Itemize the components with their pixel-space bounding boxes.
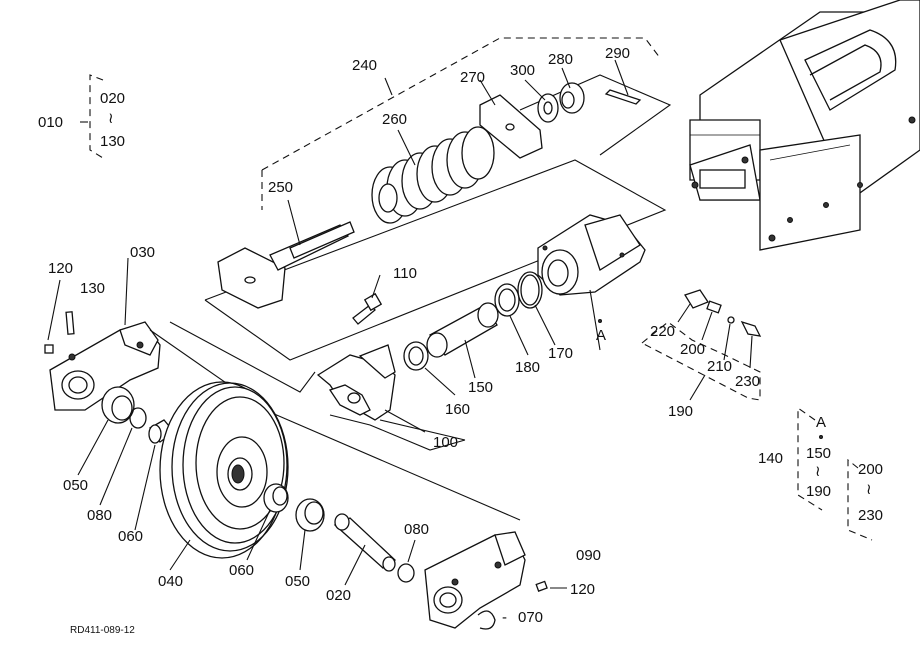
idler-shaft <box>333 513 397 572</box>
callout-150: 150 <box>806 445 831 462</box>
cotter-pin <box>604 89 642 105</box>
group-190-outline <box>641 321 761 401</box>
callout-120: 120 <box>48 260 73 277</box>
callout-190: 190 <box>806 483 831 500</box>
yoke <box>316 344 396 421</box>
ref-letter-a: A <box>816 414 826 431</box>
idler-bracket-right <box>424 531 526 629</box>
piston <box>426 302 499 358</box>
callout-090: 090 <box>576 547 601 564</box>
callout-300: 300 <box>510 62 535 79</box>
group-140-bracket <box>797 406 823 511</box>
callout-210: 210 <box>707 358 732 375</box>
callout-150: 150 <box>468 379 493 396</box>
ref-letter-a: A <box>596 327 606 344</box>
callout-040: 040 <box>158 573 183 590</box>
callout-110: 110 <box>393 265 417 282</box>
floating-seal-right <box>295 498 325 532</box>
callout-030: 030 <box>130 244 155 261</box>
callout-170: 170 <box>548 345 573 362</box>
bolt-right <box>535 580 548 592</box>
callout-260: 260 <box>382 111 407 128</box>
grease-fitting <box>684 289 762 337</box>
grease-cylinder <box>537 214 646 296</box>
group-020-bracket <box>89 74 104 159</box>
seal <box>403 341 429 371</box>
callout-280: 280 <box>548 51 573 68</box>
callout-130: 130 <box>80 280 105 297</box>
group-240-outline <box>261 37 661 171</box>
callout-270: 270 <box>460 69 485 86</box>
dash-mark: - <box>502 609 507 626</box>
callout-080: 080 <box>404 521 429 538</box>
callout-250: 250 <box>268 179 293 196</box>
snap-ring <box>477 610 496 630</box>
spring-plate <box>479 94 543 159</box>
track-frame <box>689 0 920 251</box>
callout-290: 290 <box>605 45 630 62</box>
o-ring-left <box>129 407 147 429</box>
callout-200: 200 <box>680 341 705 358</box>
o-ring-right <box>397 563 415 583</box>
callout-050: 050 <box>285 573 310 590</box>
castle-nut <box>559 82 585 114</box>
tilde: ≀ <box>866 481 872 498</box>
callout-230: 230 <box>858 507 883 524</box>
bolt <box>352 292 383 325</box>
callout-labels: 010 020 ≀ 130 030 120 130 240 250 260 27… <box>38 45 883 636</box>
callout-070: 070 <box>518 609 543 626</box>
callout-180: 180 <box>515 359 540 376</box>
callout-050: 050 <box>63 477 88 494</box>
callout-230: 230 <box>735 373 760 390</box>
tilde: ≀ <box>815 463 821 480</box>
callout-140: 140 <box>758 450 783 467</box>
spring-pin <box>65 311 75 335</box>
drawing-ref-code: RD411-089-12 <box>70 625 135 636</box>
callout-130: 130 <box>100 133 125 150</box>
callout-080: 080 <box>87 507 112 524</box>
coil-spring <box>371 126 495 224</box>
callout-060: 060 <box>229 562 254 579</box>
callout-060: 060 <box>118 528 143 545</box>
callout-020: 020 <box>100 90 125 107</box>
bush-right <box>263 483 289 513</box>
idler-bracket-left <box>44 321 161 411</box>
spring-rod <box>217 221 355 309</box>
callout-010: 010 <box>38 114 63 131</box>
group-200-bracket <box>847 458 873 541</box>
packing <box>494 283 520 317</box>
callout-200: 200 <box>858 461 883 478</box>
callout-240: 240 <box>352 57 377 74</box>
floating-seal-left <box>101 386 135 424</box>
tilde: ≀ <box>108 110 114 127</box>
callout-100: 100 <box>433 434 458 451</box>
callout-160: 160 <box>445 401 470 418</box>
idler-wheel <box>159 381 289 559</box>
callout-190: 190 <box>668 403 693 420</box>
o-ring <box>517 271 543 309</box>
leader-lines <box>47 59 753 589</box>
callout-120: 120 <box>570 581 595 598</box>
callout-220: 220 <box>650 323 675 340</box>
callout-020: 020 <box>326 587 351 604</box>
